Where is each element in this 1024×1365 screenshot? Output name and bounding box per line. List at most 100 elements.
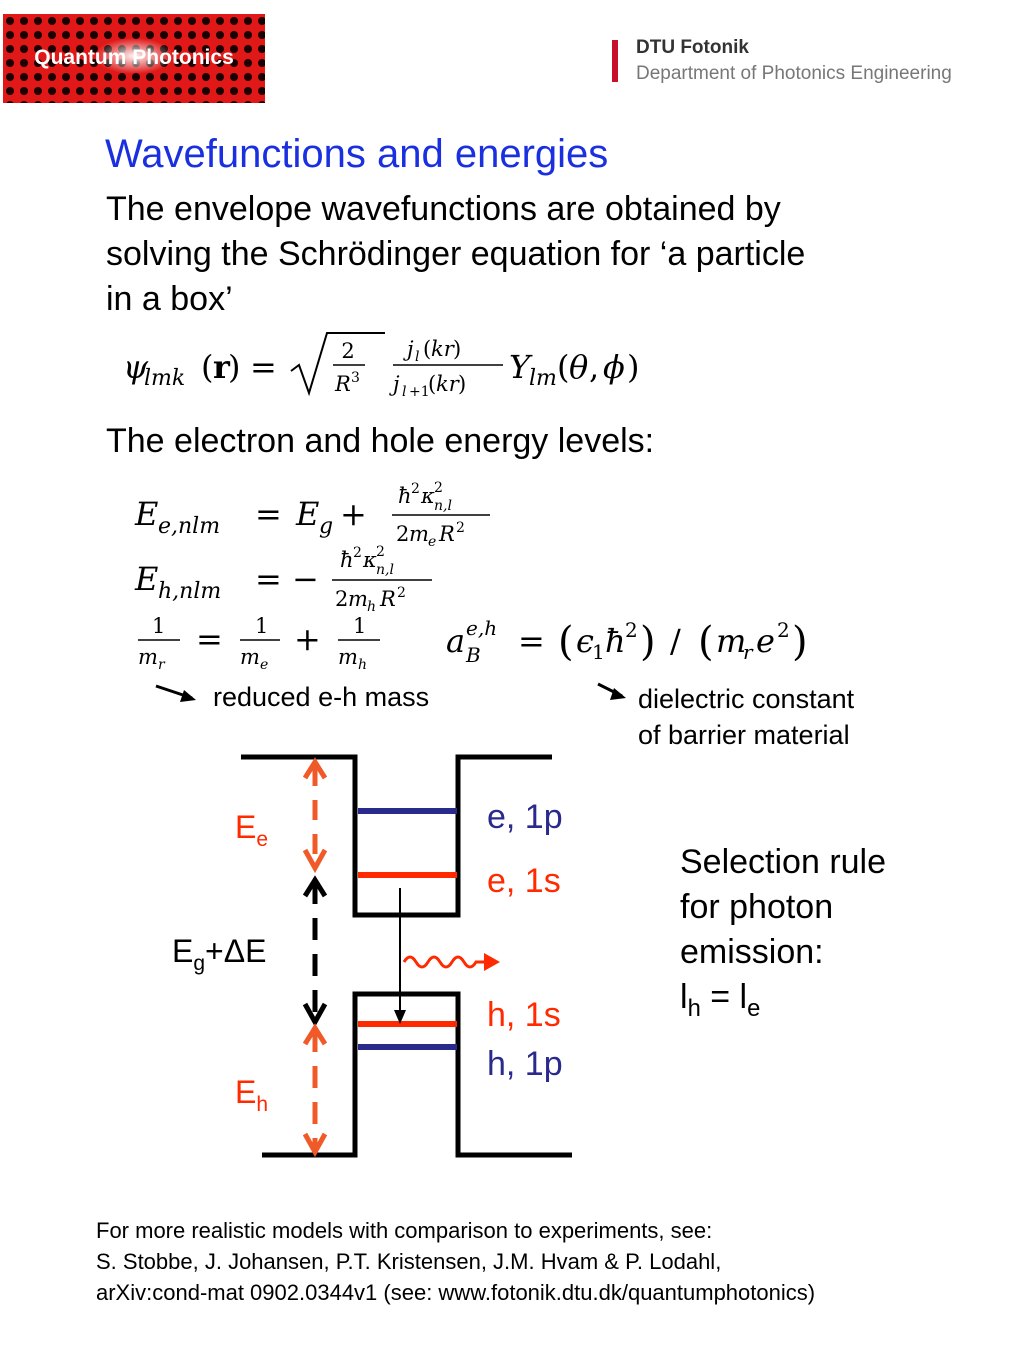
- svg-text:ħ: ħ: [340, 548, 354, 572]
- label-Eg-sub: g: [193, 952, 205, 975]
- svg-text:m: m: [138, 645, 158, 669]
- dielectric-note: dielectric constant of barrier material: [638, 681, 938, 753]
- svg-text:2: 2: [341, 339, 354, 363]
- svg-text:R: R: [334, 372, 351, 396]
- svg-text:κ: κ: [420, 484, 435, 508]
- svg-text:a: a: [446, 622, 465, 660]
- svg-text:n,l: n,l: [434, 498, 452, 514]
- svg-text:2: 2: [353, 545, 362, 561]
- photon-arrowhead: [484, 953, 500, 971]
- energy-level-diagram: e, 1p e, 1s h, 1s h, 1p Ee Eh Eg+ΔE: [172, 754, 572, 1158]
- conduction-band-well: [241, 754, 552, 918]
- svg-text:=: =: [196, 620, 223, 658]
- footer-line: S. Stobbe, J. Johansen, P.T. Kristensen,…: [96, 1249, 722, 1274]
- svg-text:2: 2: [397, 585, 406, 601]
- svg-text:e,nlm: e,nlm: [158, 514, 220, 539]
- Ee-double-arrow: [302, 757, 328, 874]
- energy-levels-heading: The electron and hole energy levels:: [106, 422, 655, 460]
- svg-text:2: 2: [376, 544, 385, 560]
- svg-text:r: r: [743, 640, 754, 664]
- svg-text:n,l: n,l: [376, 562, 394, 578]
- svg-text:=: =: [250, 348, 277, 386]
- svg-text:e: e: [756, 622, 775, 660]
- dtu-logo-title: DTU Fotonik: [636, 37, 749, 58]
- svg-text:j: j: [403, 337, 414, 361]
- arrow-icon: [597, 682, 626, 700]
- svg-text:r: r: [213, 348, 231, 386]
- svg-text:lmk: lmk: [144, 366, 185, 391]
- svg-text:ħ: ħ: [605, 622, 626, 660]
- svg-text:+1: +1: [409, 384, 430, 400]
- footer-line: arXiv:cond-mat 0902.0344v1 (see: www.fot…: [96, 1280, 816, 1305]
- dielectric-note-line: of barrier material: [638, 720, 850, 750]
- svg-text:R: R: [379, 587, 396, 611]
- svg-text:R: R: [438, 522, 455, 546]
- svg-text:m: m: [240, 645, 260, 669]
- footer-line: For more realistic models with compariso…: [96, 1218, 713, 1243]
- selection-rule-l: l: [680, 978, 688, 1016]
- svg-text:=: =: [518, 622, 545, 660]
- svg-text:E: E: [134, 495, 158, 533]
- svg-text:r: r: [158, 657, 166, 673]
- svg-text:ψ: ψ: [123, 348, 149, 386]
- svg-text:ħ: ħ: [398, 484, 412, 508]
- svg-text:l: l: [415, 349, 419, 365]
- svg-text:e: e: [428, 534, 436, 550]
- label-h1s: h, 1s: [487, 996, 561, 1034]
- selection-rule-sub-h: h: [687, 994, 701, 1022]
- svg-text:2: 2: [434, 480, 443, 496]
- svg-text:2: 2: [335, 587, 348, 611]
- intro-line: solving the Schrödinger equation for ‘a …: [106, 235, 806, 273]
- svg-text:(: (: [698, 619, 714, 665]
- intro-paragraph: The envelope wavefunctions are obtained …: [106, 187, 916, 322]
- svg-text:j: j: [389, 372, 400, 396]
- label-Eh-sub: h: [256, 1093, 268, 1116]
- svg-text:e,h: e,h: [466, 616, 497, 640]
- svg-text:+: +: [294, 620, 321, 658]
- svg-text:(: (: [558, 619, 574, 665]
- selection-rule-eq: = l: [700, 978, 748, 1016]
- label-e1p: e, 1p: [487, 798, 563, 836]
- svg-text:h: h: [367, 599, 376, 615]
- svg-text:=: =: [255, 495, 282, 533]
- selection-rule-sub-e: e: [747, 994, 761, 1022]
- svg-text:(: (: [557, 348, 569, 386]
- svg-text:(: (: [201, 348, 213, 386]
- label-Ee: Ee: [235, 809, 268, 851]
- svg-text:kr: kr: [436, 372, 461, 396]
- svg-text:m: m: [348, 587, 368, 611]
- svg-text:2: 2: [411, 481, 420, 497]
- selection-rule: Selection rule for photon emission: lh =…: [680, 840, 886, 1031]
- svg-text:ϕ: ϕ: [603, 348, 625, 386]
- svg-text:): ): [792, 619, 808, 665]
- svg-text:1: 1: [592, 640, 605, 664]
- label-Eg-deltaE: Eg+ΔE: [172, 933, 266, 975]
- Eh-double-arrow: [302, 1023, 328, 1158]
- dtu-logo-bar: [612, 40, 618, 82]
- label-Eg-rest: +ΔE: [205, 933, 266, 969]
- svg-text:m: m: [338, 645, 358, 669]
- energy-equations: E e,nlm = E g + ħ 2 κ 2 n,l 2 m e R 2 E …: [134, 480, 808, 673]
- svg-text:2: 2: [396, 522, 409, 546]
- selection-rule-equation: lh = le: [680, 975, 886, 1031]
- svg-text:1: 1: [353, 614, 366, 638]
- selection-rule-line: Selection rule: [680, 843, 887, 881]
- svg-text:(: (: [423, 337, 431, 361]
- svg-text:κ: κ: [362, 548, 377, 572]
- svg-text:3: 3: [351, 370, 360, 386]
- Eg-double-arrow: [302, 875, 328, 1028]
- wavefunction-equation: ψ lmk ( r ) = 2 R 3 j l ( kr ) j l +1 ( …: [123, 332, 639, 400]
- label-Ee-main: E: [235, 809, 256, 845]
- selection-rule-line: for photon: [680, 888, 834, 926]
- svg-text:2: 2: [456, 520, 465, 536]
- svg-text:): ): [453, 337, 461, 361]
- svg-text:e: e: [260, 657, 268, 673]
- svg-text:lm: lm: [529, 366, 557, 391]
- reduced-mass-note: reduced e-h mass: [213, 682, 430, 712]
- svg-text:E: E: [134, 560, 158, 598]
- label-h1p: h, 1p: [487, 1045, 563, 1083]
- intro-line: in a box’: [106, 280, 233, 318]
- slide-title: Wavefunctions and energies: [105, 132, 609, 176]
- label-Ee-sub: e: [256, 828, 268, 851]
- svg-text:kr: kr: [431, 337, 456, 361]
